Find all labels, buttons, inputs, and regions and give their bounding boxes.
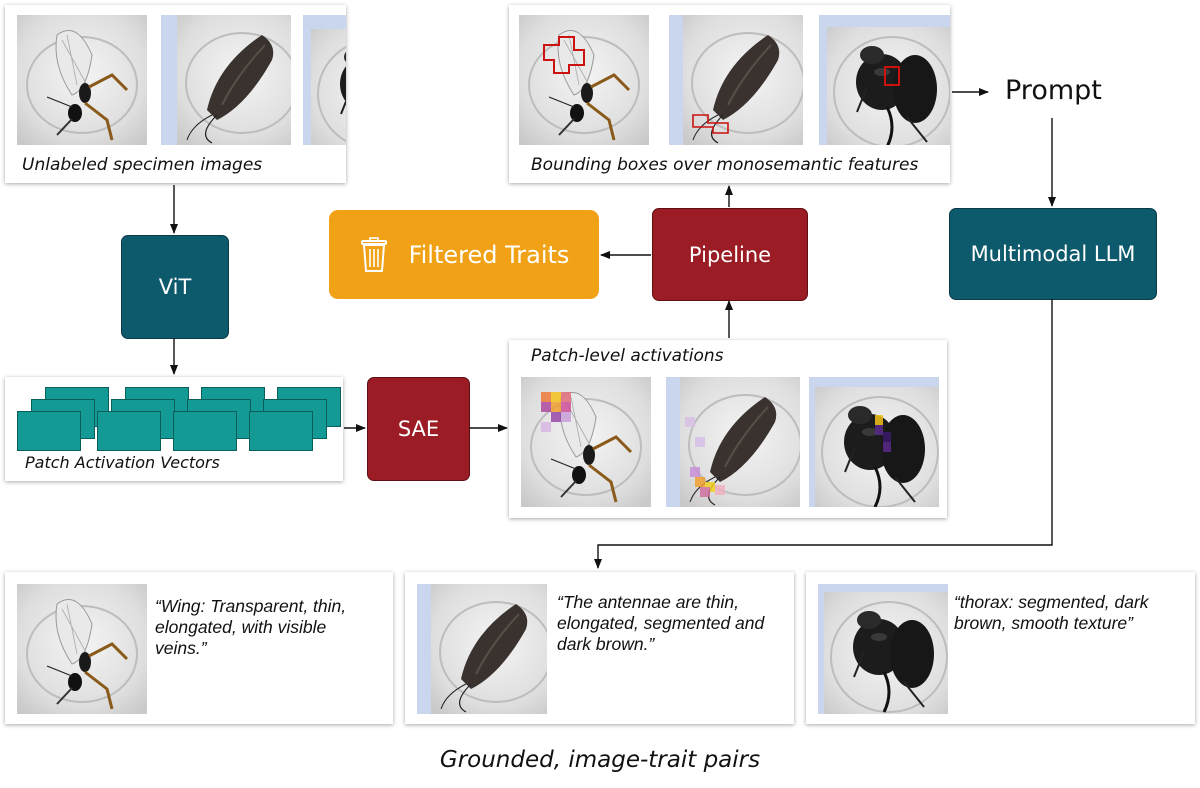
pipeline-node: Pipeline xyxy=(652,208,808,301)
result-quote-wing: “Wing: Transparent, thin, elongated, wit… xyxy=(155,596,347,658)
caption-bboxes: Bounding boxes over monosemantic feature… xyxy=(531,155,919,175)
bbox-thorax xyxy=(884,66,900,86)
bbox-wing xyxy=(543,36,585,74)
filtered-traits-node: Filtered Traits xyxy=(329,210,599,299)
result-image-moth xyxy=(417,584,547,714)
activation-image-moth xyxy=(666,377,800,507)
bbox-image-wasp xyxy=(519,15,649,145)
bbox-antennae xyxy=(692,114,729,134)
heatmap-thorax xyxy=(875,415,891,452)
caption-unlabeled: Unlabeled specimen images xyxy=(22,155,263,175)
patch-activations-panel: Patch-level activations xyxy=(509,340,947,518)
specimen-image-moth xyxy=(161,15,291,145)
result-quote-antennae: “The antennae are thin, elongated, segme… xyxy=(557,592,765,654)
bottom-title: Grounded, image-trait pairs xyxy=(439,747,761,773)
result-image-bee xyxy=(818,584,948,714)
bbox-image-bee xyxy=(819,15,950,145)
caption-patch-level: Patch-level activations xyxy=(531,346,724,366)
multimodal-llm-node: Multimodal LLM xyxy=(949,208,1157,300)
bbox-image-moth xyxy=(669,15,803,145)
specimen-image-bee xyxy=(303,15,346,145)
result-panel-antennae: “The antennae are thin, elongated, segme… xyxy=(405,572,794,724)
result-quote-thorax: “thorax: segmented, dark brown, smooth t… xyxy=(954,592,1149,633)
result-panel-wing: “Wing: Transparent, thin, elongated, wit… xyxy=(5,572,393,724)
filtered-traits-label: Filtered Traits xyxy=(408,240,570,269)
heatmap-wing xyxy=(541,392,571,432)
bounding-boxes-panel: Bounding boxes over monosemantic feature… xyxy=(509,5,950,183)
prompt-label: Prompt xyxy=(1005,75,1102,106)
heatmap-antennae xyxy=(685,417,725,497)
result-panel-thorax: “thorax: segmented, dark brown, smooth t… xyxy=(806,572,1195,724)
arrow-llm-to-results xyxy=(594,299,1053,569)
activation-image-wasp xyxy=(521,377,651,507)
patch-vectors-panel: Patch Activation Vectors xyxy=(5,377,343,481)
sae-node: SAE xyxy=(367,377,470,481)
activation-image-bee xyxy=(809,377,939,507)
unlabeled-images-panel: Unlabeled specimen images xyxy=(5,5,346,183)
trash-icon xyxy=(359,236,389,273)
caption-patch-vectors: Patch Activation Vectors xyxy=(25,453,220,472)
vit-node: ViT xyxy=(121,235,229,339)
